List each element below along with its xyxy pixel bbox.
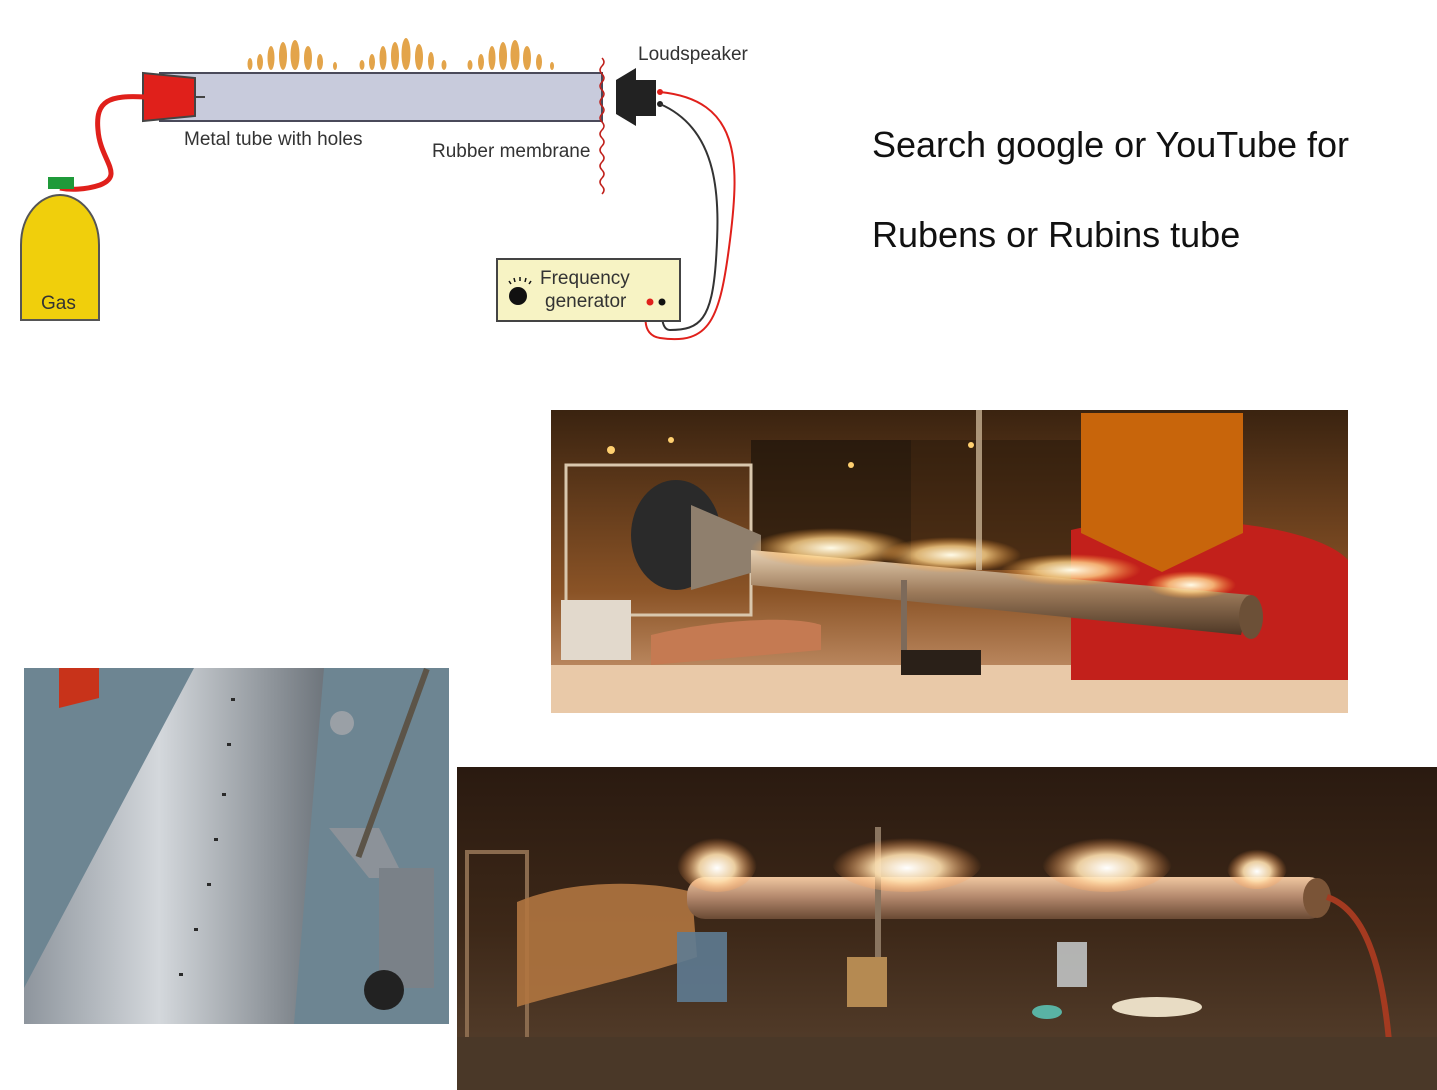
frequency-generator xyxy=(496,258,681,322)
rubens-tube-diagram: Loudspeaker Metal tube with holes Rubber… xyxy=(20,38,749,341)
wire-black xyxy=(659,103,719,332)
photo-flames-tube-bottom xyxy=(457,767,1437,1090)
rubber-membrane xyxy=(599,57,605,195)
photo-tube-holes-icon xyxy=(24,668,449,1024)
photo-flames-tube-icon xyxy=(551,410,1348,713)
search-note-line-2: Rubens or Rubins tube xyxy=(872,214,1241,255)
rubber-membrane-label: Rubber membrane xyxy=(432,141,590,162)
loudspeaker-label: Loudspeaker xyxy=(638,44,749,65)
wire-red xyxy=(644,91,736,341)
gas-label: Gas xyxy=(41,293,76,314)
tube-end-cap xyxy=(142,71,196,123)
loudspeaker-icon xyxy=(616,68,663,126)
flame-row xyxy=(247,38,554,70)
photo-tube-holes xyxy=(24,668,449,1024)
photo-flames-tube-top xyxy=(551,410,1348,713)
metal-tube xyxy=(159,72,603,122)
photo-flames-tube-bottom-icon xyxy=(457,767,1437,1090)
metal-tube-label: Metal tube with holes xyxy=(184,129,363,150)
frequency-generator-label-2: generator xyxy=(545,291,627,312)
frequency-generator-label-1: Frequency xyxy=(540,268,630,289)
gas-hose xyxy=(59,94,146,192)
search-note-line-1: Search google or YouTube for xyxy=(872,124,1350,165)
gas-cylinder xyxy=(20,177,100,321)
